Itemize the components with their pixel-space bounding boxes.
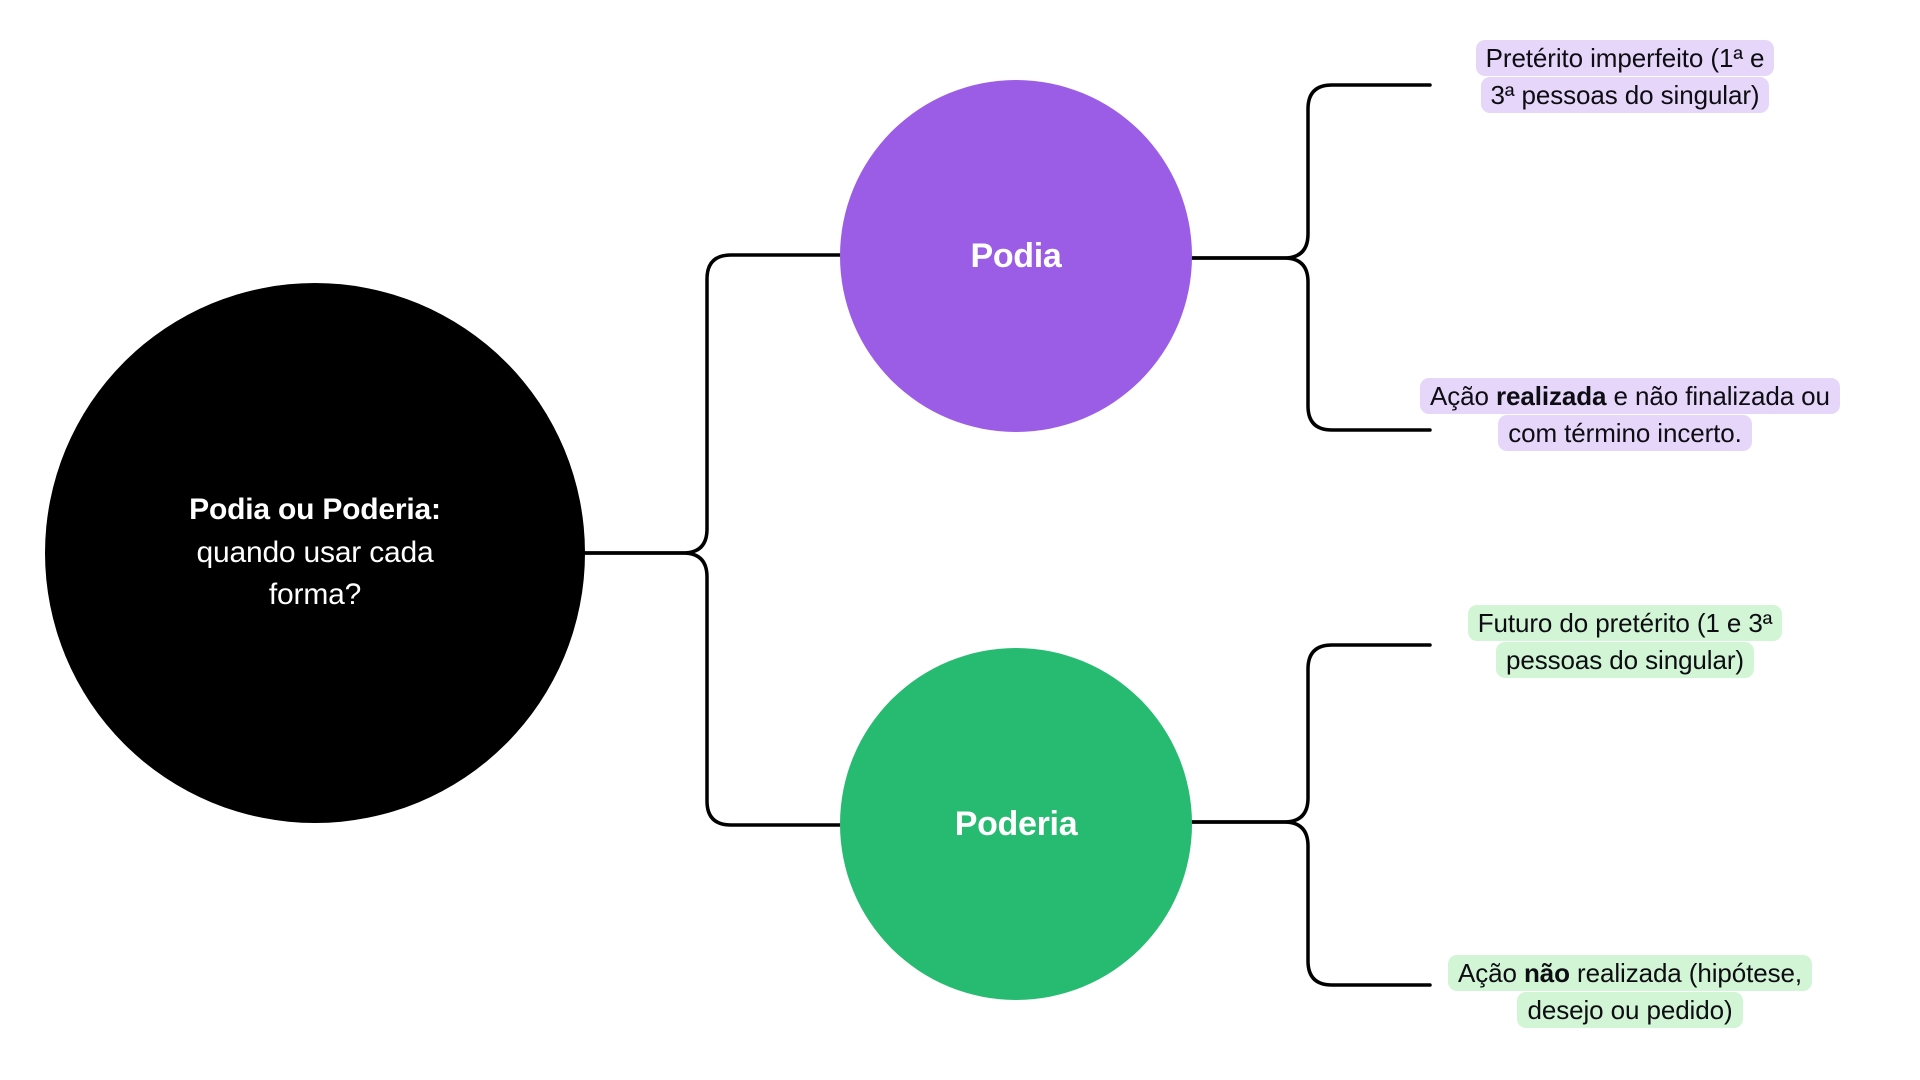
- leaf-poderia-definition-line-2: pessoas do singular): [1496, 641, 1754, 678]
- leaf-poderia-usage-emphasis: não: [1524, 958, 1570, 988]
- branch-node-poderia[interactable]: Poderia: [840, 648, 1192, 1000]
- root-node-title: Podia ou Poderia:: [189, 493, 441, 527]
- root-node[interactable]: Podia ou Poderia: quando usar cada forma…: [45, 283, 585, 823]
- leaf-poderia-usage[interactable]: Ação não realizada (hipótese, desejo ou …: [1420, 955, 1840, 1029]
- branch-node-podia-label: Podia: [970, 236, 1062, 275]
- leaf-podia-usage[interactable]: Ação realizada e não finalizada ou com t…: [1420, 378, 1840, 452]
- connector-poderia-lower: [1186, 820, 1432, 987]
- connector-podia-lower: [1186, 256, 1432, 432]
- leaf-poderia-usage-prefix: Ação: [1458, 958, 1524, 988]
- leaf-podia-usage-emphasis: realizada: [1496, 381, 1607, 411]
- root-node-subtitle-line-1: quando usar cada: [196, 535, 434, 569]
- branch-node-poderia-label: Poderia: [954, 804, 1078, 843]
- leaf-podia-usage-suffix: e não finalizada ou com término incerto.: [1508, 381, 1830, 448]
- leaf-poderia-usage-suffix: realizada (hipótese, desejo ou pedido): [1527, 958, 1802, 1025]
- root-node-subtitle-line-2: forma?: [268, 578, 362, 612]
- connector-poderia-upper: [1186, 643, 1432, 824]
- connector-root-trunk: [583, 253, 847, 555]
- leaf-poderia-definition-line-1: Futuro do pretérito (1 e 3ª: [1467, 605, 1783, 641]
- leaf-poderia-definition[interactable]: Futuro do pretérito (1 e 3ª pessoas do s…: [1420, 605, 1830, 679]
- leaf-podia-definition-line-2: 3ª pessoas do singular): [1480, 76, 1770, 113]
- leaf-podia-definition[interactable]: Pretérito imperfeito (1ª e 3ª pessoas do…: [1420, 40, 1830, 114]
- leaf-podia-usage-prefix: Ação: [1430, 381, 1496, 411]
- connector-root-to-poderia: [583, 551, 847, 827]
- connector-podia-upper: [1186, 83, 1432, 260]
- leaf-podia-definition-line-1: Pretérito imperfeito (1ª e: [1475, 40, 1775, 76]
- branch-node-podia[interactable]: Podia: [840, 80, 1192, 432]
